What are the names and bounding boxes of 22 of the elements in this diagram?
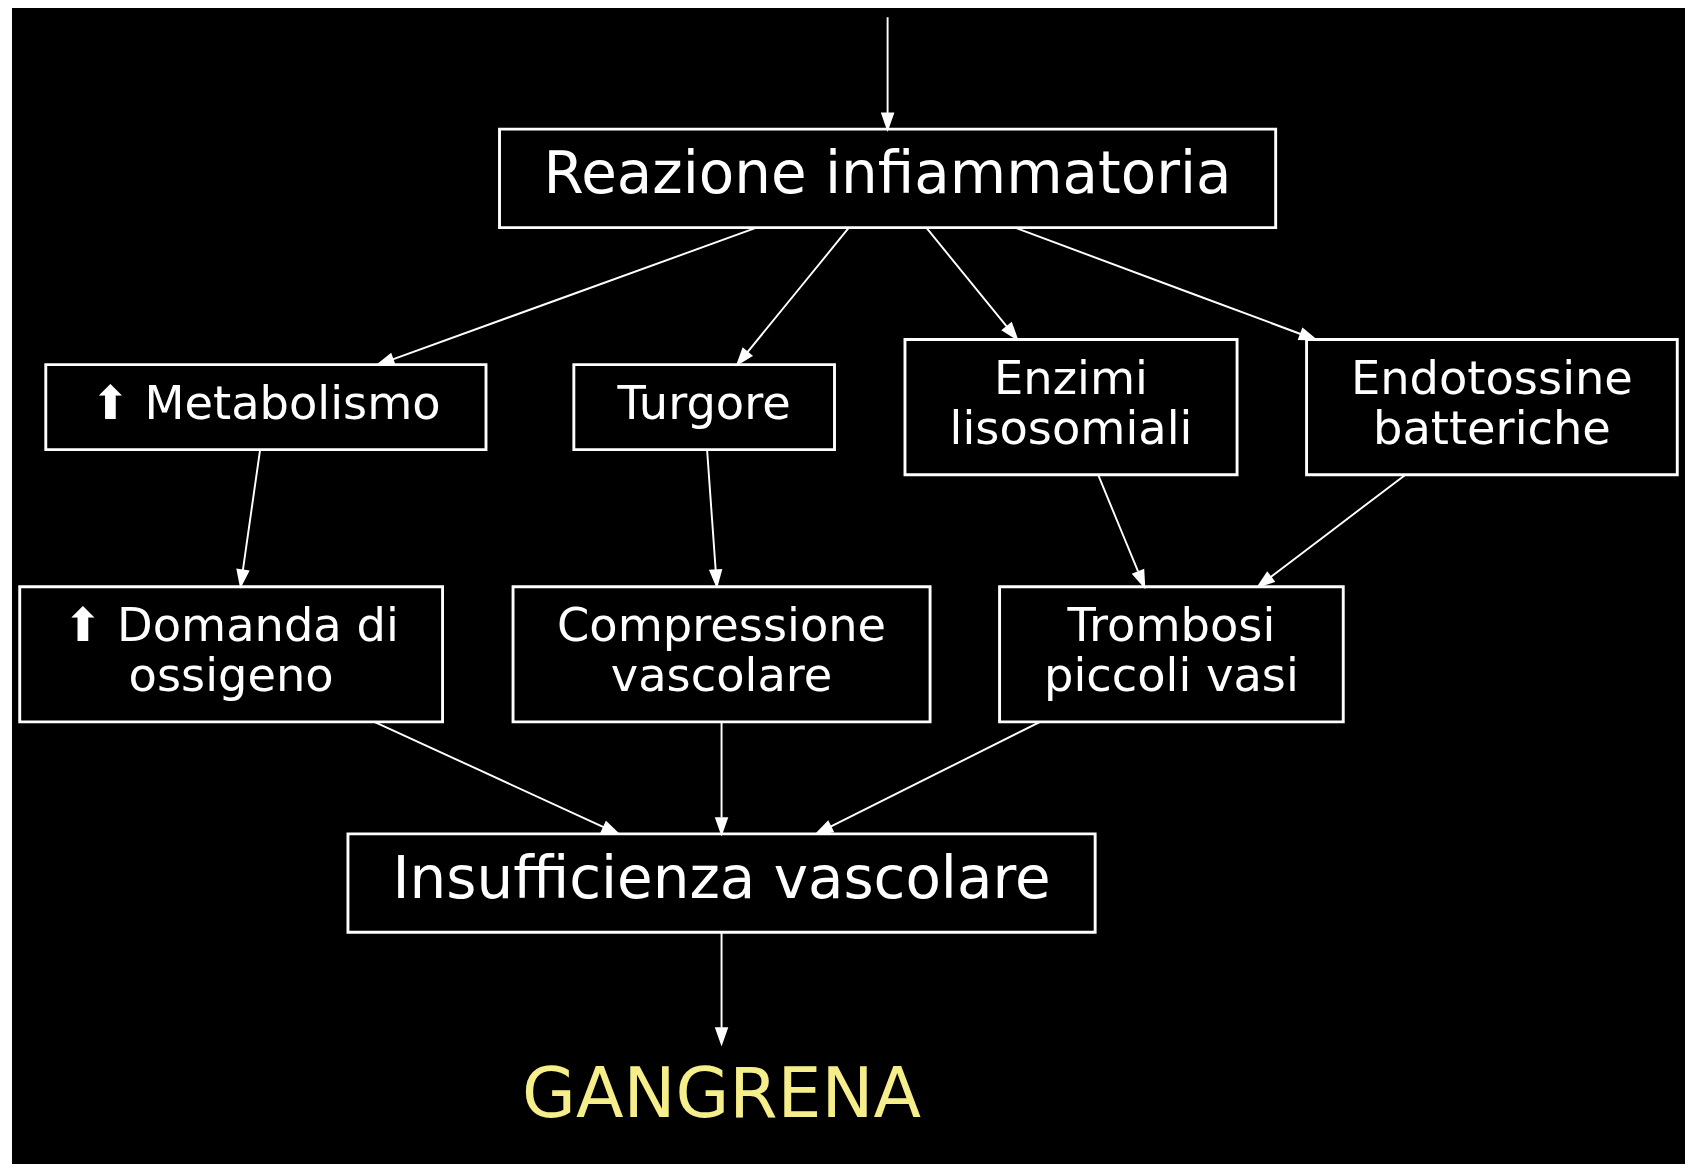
node-box: ⬆ Domanda di ossigeno	[17, 585, 444, 724]
arrow	[705, 448, 722, 589]
node-text: GANGRENA	[521, 1052, 921, 1134]
node-box: Enzimi lisosomiali	[903, 338, 1238, 477]
node-box: Compressione vascolare	[511, 585, 932, 724]
arrow	[714, 931, 728, 1047]
arrow	[735, 227, 850, 367]
arrow	[372, 720, 621, 835]
node-box: Endotossine batteriche	[1304, 338, 1679, 477]
arrow	[1255, 473, 1406, 589]
arrow	[880, 16, 894, 132]
node-box: Reazione infiammatoria	[497, 127, 1277, 229]
arrow	[1013, 226, 1318, 341]
arrow	[235, 448, 261, 589]
node-box: Insufficienza vascolare	[346, 832, 1097, 934]
arrow	[1096, 473, 1145, 590]
arrow	[813, 720, 1041, 835]
arrow	[714, 720, 728, 837]
node-box: Turgore	[571, 363, 836, 452]
node-box: ⬆ Metabolismo	[43, 363, 487, 452]
arrow	[374, 226, 757, 366]
node-box: Trombosi piccoli vasi	[997, 585, 1345, 724]
